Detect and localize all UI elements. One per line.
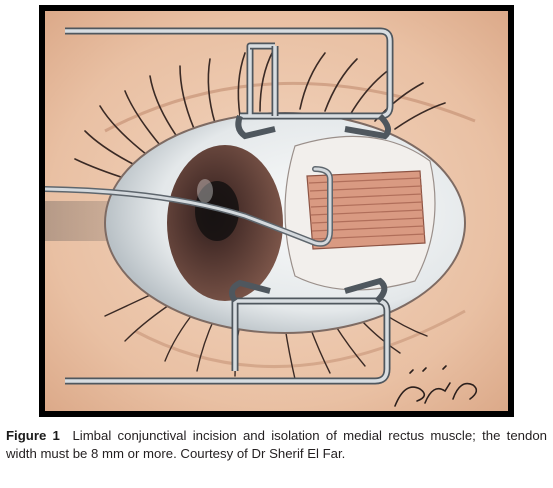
eye-surgery-illustration (45, 11, 508, 411)
figure-label: Figure 1 (6, 428, 60, 443)
artist-signature (394, 365, 478, 407)
upper-eyelid-speculum (65, 27, 394, 140)
lower-eyelid-speculum (65, 277, 391, 385)
figure-illustration (39, 5, 514, 417)
figure-caption: Figure 1 Limbal conjunctival incision an… (6, 427, 547, 463)
medial-rectus-muscle (306, 170, 426, 250)
figure-caption-text: Limbal conjunctival incision and isolati… (6, 428, 548, 461)
cornea-highlight (197, 179, 213, 203)
muscle-hook-instrument (45, 166, 333, 247)
upper-eyelid-crease (104, 81, 476, 133)
